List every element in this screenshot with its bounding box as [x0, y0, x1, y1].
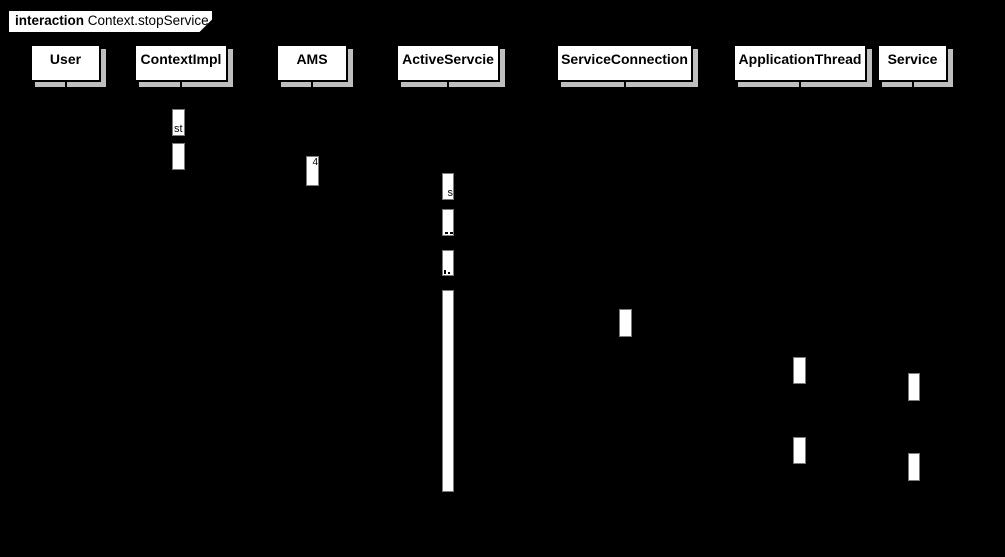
lifeline-stub: [311, 81, 313, 88]
activation-bar-ams: 4: [306, 156, 319, 186]
participant-box: ActiveServcie: [396, 44, 500, 82]
participant-box: ServiceConnection: [556, 44, 693, 82]
activation-bar-service-2: [908, 453, 920, 481]
message-text-fragment: s: [447, 187, 454, 199]
participant-ams: AMS: [276, 44, 353, 88]
activation-bar-serviceconnection: [619, 309, 632, 337]
participant-label: ServiceConnection: [561, 51, 688, 67]
participant-label: ContextImpl: [140, 51, 222, 67]
participant-label: Service: [887, 51, 938, 67]
diagram-title: interaction Context.stopService: [15, 13, 209, 28]
lifeline-stub: [911, 81, 914, 88]
activation-bar-applicationthread-1: [793, 357, 806, 384]
participant-activeservice: ActiveServcie: [396, 44, 505, 88]
activation-bar-service-1: [908, 373, 920, 401]
diagram-title-frame: interaction Context.stopService: [7, 9, 217, 35]
lifeline-stub: [447, 81, 449, 88]
activation-bar-activeservice-2: [442, 209, 454, 236]
title-name: Context.stopService: [87, 13, 209, 28]
lifeline-stub: [180, 81, 182, 88]
participant-service: Service: [877, 44, 953, 88]
activation-bar-activeservice-3: [442, 250, 454, 276]
text-remnant-mark: [448, 272, 450, 274]
message-text-fragment: 4: [312, 157, 318, 168]
activation-bar-activeservice-4: [442, 290, 454, 492]
message-text-fragment: st: [174, 123, 183, 135]
participant-box: ContextImpl: [134, 44, 228, 82]
lifeline-stub: [64, 81, 67, 88]
lifeline-stub: [623, 81, 626, 88]
participant-box: User: [30, 44, 101, 82]
activation-bar-contextimpl-2: [172, 143, 185, 170]
title-pentagon-shape: [7, 9, 214, 34]
participant-box: ApplicationThread: [733, 44, 867, 82]
participant-box: Service: [877, 44, 948, 82]
participant-label: AMS: [296, 51, 328, 67]
participant-box: AMS: [276, 44, 348, 82]
activation-bar-applicationthread-2: [793, 437, 806, 464]
title-keyword: interaction: [15, 13, 85, 28]
participant-contextimpl: ContextImpl: [134, 44, 233, 88]
text-remnant-mark: [450, 232, 453, 234]
participant-applicationthread: ApplicationThread: [733, 44, 872, 88]
participant-label: ActiveServcie: [402, 51, 494, 67]
participant-serviceconnection: ServiceConnection: [556, 44, 698, 88]
lifeline-stub: [799, 81, 801, 88]
participant-user: User: [30, 44, 106, 88]
participant-label: ApplicationThread: [738, 51, 862, 67]
text-remnant-mark: [444, 270, 446, 274]
activation-bar-contextimpl-1: st: [172, 109, 185, 136]
participant-label: User: [49, 51, 82, 67]
activation-bar-activeservice-1: s: [442, 173, 454, 200]
text-remnant-mark: [445, 232, 448, 234]
